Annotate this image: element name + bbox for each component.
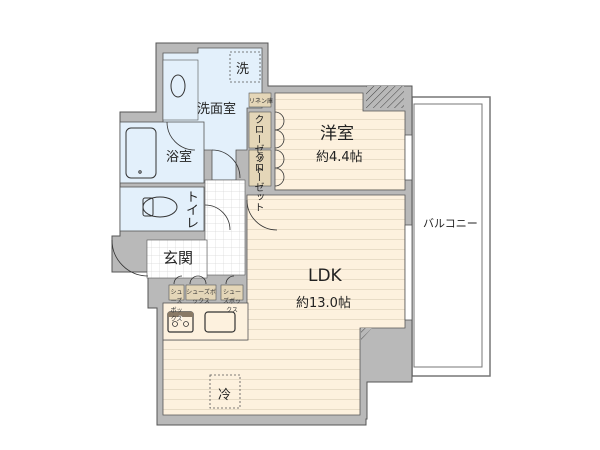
entrance-label: 玄関 xyxy=(163,249,194,267)
shoe-box1-label: シューズボックス xyxy=(170,289,183,323)
balcony xyxy=(411,96,491,377)
hallway xyxy=(146,179,246,279)
shoe-boxes xyxy=(168,284,244,301)
toilet-label: トイレ xyxy=(183,190,198,229)
closet1-label: クローゼット xyxy=(252,114,263,174)
shoe-box2-label: シューズボックス xyxy=(186,289,216,305)
shoe-box3-label: シューズボックス xyxy=(222,289,241,314)
fridge-label: 冷 xyxy=(218,388,232,403)
western-room-floor xyxy=(274,86,406,191)
ldk-size: 約13.0帖 xyxy=(296,296,351,311)
kitchen-counter xyxy=(162,302,249,341)
fridge-space xyxy=(209,374,241,409)
bath-label: 浴室 xyxy=(166,150,193,165)
fixtures xyxy=(125,74,186,218)
washroom-label: 洗面室 xyxy=(197,102,237,117)
wet-area xyxy=(119,47,263,232)
closet2-label: クローゼット xyxy=(252,152,263,212)
washer-space xyxy=(229,51,261,83)
linen-label: リネン庫 xyxy=(249,98,274,105)
western-room-label: 洋室 xyxy=(320,124,354,144)
western-room-size: 約4.4帖 xyxy=(316,150,363,165)
ldk-label: LDK xyxy=(308,266,342,286)
washer-label: 洗 xyxy=(236,62,250,77)
doors xyxy=(111,111,285,285)
windows xyxy=(404,134,413,321)
closets xyxy=(248,92,272,187)
balcony-label: バルコニー xyxy=(423,217,478,230)
